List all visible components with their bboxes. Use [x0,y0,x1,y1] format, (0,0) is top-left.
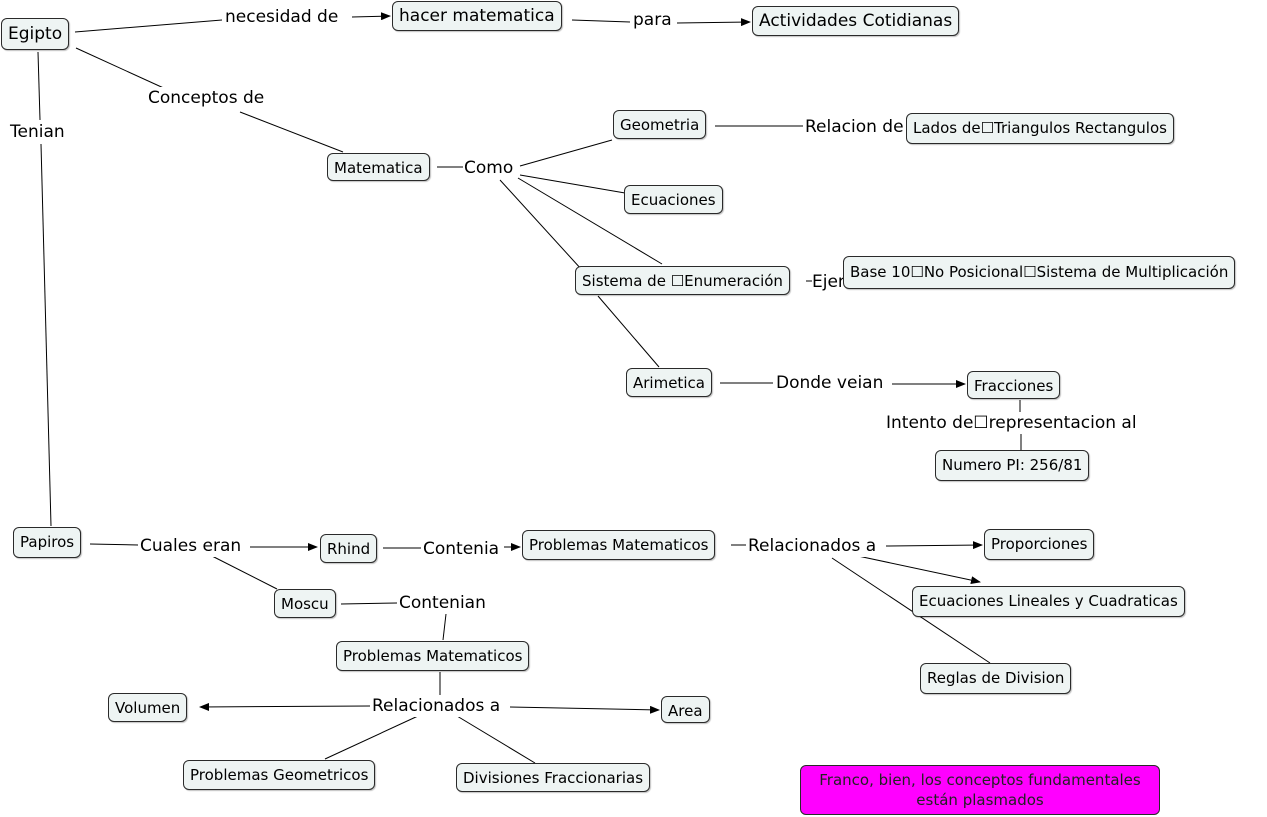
link-intento-representacion: Intento de☐representacion al [885,412,1138,434]
line-como-sistema-b [499,179,583,271]
comment-text: Franco, bien, los conceptos fundamentale… [819,771,1141,809]
node-arimetica[interactable]: Arimetica [626,368,712,397]
line-tenian-papiros [40,143,52,527]
line-hacer-para [571,19,631,23]
link-tenian: Tenian [9,121,66,143]
node-area[interactable]: Area [661,696,710,723]
link-relacionados-a-2: Relacionados a [371,695,502,717]
line-egipto-conceptos [75,47,169,91]
node-problemas-matematicos-1[interactable]: Problemas Matematicos [522,530,716,560]
line-rel2-geometricos [324,715,419,760]
arrow-necesidad-hacer [351,12,391,21]
line-como-geometria [519,139,613,167]
line-rel-reglas [831,557,991,664]
link-contenian: Contenian [398,592,487,614]
node-problemas-geometricos[interactable]: Problemas Geometricos [183,760,376,790]
node-hacer-matematica[interactable]: hacer matematica [392,1,562,31]
line-conceptos-matematica [239,111,344,153]
node-ecuaciones[interactable]: Ecuaciones [624,185,723,214]
link-ejemplo: Ejemplo [812,271,844,293]
line-contenian-problemas2 [442,613,447,641]
node-geometria[interactable]: Geometria [613,110,707,139]
line-moscu-contenian [340,602,398,605]
line-rel2-divisiones [456,715,536,764]
arrow-rel-proporciones [885,541,983,550]
arrow-rel2-volumen [199,702,371,711]
node-proporciones[interactable]: Proporciones [984,529,1095,560]
node-divisiones-fraccionarias[interactable]: Divisiones Fraccionarias [456,763,651,792]
link-como: Como [463,157,515,179]
node-numero-pi[interactable]: Numero PI: 256/81 [935,450,1090,481]
line-egipto-tenian [37,51,41,121]
node-reglas-division[interactable]: Reglas de Division [920,663,1072,694]
line-como-sistema-a [517,177,663,265]
node-base-10[interactable]: Base 10☐No Posicional☐Sistema de Multipl… [843,256,1236,289]
line-cuales-moscu [211,555,278,590]
node-lados-triangulos[interactable]: Lados de☐Triangulos Rectangulos [906,113,1174,144]
link-contenia: Contenia [422,538,501,560]
link-necesidad-de: necesidad de [224,6,340,28]
line-sistema-arimetica [597,295,660,368]
node-papiros[interactable]: Papiros [13,527,82,558]
link-cuales-eran: Cuales eran [139,535,243,557]
link-para: para [632,9,673,31]
line-egipto-necesidad [74,19,223,33]
link-donde-veian: Donde veian [775,372,885,394]
node-matematica[interactable]: Matematica [327,153,430,181]
node-volumen[interactable]: Volumen [108,693,188,722]
node-ecuaciones-lineales[interactable]: Ecuaciones Lineales y Cuadraticas [912,586,1185,617]
link-relacionados-a-1: Relacionados a [747,535,878,557]
node-rhind[interactable]: Rhind [320,534,378,563]
node-actividades-cotidianas[interactable]: Actividades Cotidianas [752,6,960,36]
arrow-rel2-area [509,705,660,714]
line-como-ecuaciones [519,174,626,194]
link-relacion-de: Relacion de [804,116,905,138]
node-problemas-matematicos-2[interactable]: Problemas Matematicos [336,641,530,671]
node-fracciones[interactable]: Fracciones [967,371,1061,399]
node-moscu[interactable]: Moscu [274,589,336,618]
arrow-para-actividades [676,18,751,27]
node-sistema-enumeracion[interactable]: Sistema de ☐Enumeración [575,266,790,295]
line-papiros-cuales [89,543,139,546]
node-egipto[interactable]: Egipto [1,18,70,50]
arrow-rel-ecuaciones [857,555,981,585]
comment-note[interactable]: Franco, bien, los conceptos fundamentale… [800,765,1160,815]
link-conceptos-de: Conceptos de [147,87,266,109]
